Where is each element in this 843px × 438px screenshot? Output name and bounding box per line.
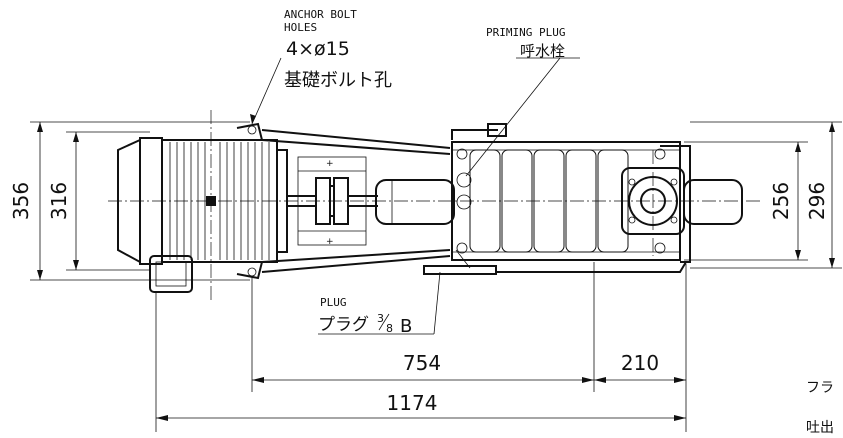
dim-256: 256: [769, 182, 793, 220]
dim-bottom: [155, 262, 687, 432]
svg-text:+: +: [326, 159, 334, 169]
dim-754: 754: [403, 351, 441, 375]
plug-en: PLUG: [320, 296, 347, 309]
anchor-bolt-label-2: HOLES: [284, 21, 317, 34]
center-lines: [108, 110, 760, 300]
dim-356: 356: [9, 182, 33, 220]
anchor-bolt-spec: 4×ø15: [286, 38, 350, 60]
anchor-bolt-jp: 基礎ボルト孔: [284, 70, 392, 91]
dimension-values: 356 316 256 296 754 210 1174: [9, 182, 829, 415]
annotations: ANCHOR BOLT HOLES 4×ø15 基礎ボルト孔 PRIMING P…: [284, 8, 834, 436]
dim-left: [30, 121, 250, 281]
plug-size-num: 3: [377, 312, 384, 325]
priming-plug-en: PRIMING PLUG: [486, 26, 565, 39]
dim-296: 296: [805, 182, 829, 220]
coupling: + +: [287, 156, 378, 247]
plug-size-unit: B: [400, 316, 412, 337]
dim-1174: 1174: [387, 391, 438, 415]
edge-label-bottom: 吐出: [806, 420, 834, 436]
dim-right: [684, 121, 842, 269]
plug-jp: プラグ: [318, 315, 369, 335]
anchor-bolt-label-1: ANCHOR BOLT: [284, 8, 357, 21]
priming-plug-jp: 呼水栓: [520, 42, 565, 60]
svg-text:+: +: [326, 237, 334, 247]
dim-316: 316: [47, 182, 71, 220]
edge-label-top: フラ: [806, 380, 834, 396]
dim-210: 210: [621, 351, 659, 375]
motor: [117, 122, 288, 293]
plug-size-den: 8: [386, 322, 393, 335]
base-frame: [261, 129, 497, 275]
leader-lines: [250, 57, 580, 335]
